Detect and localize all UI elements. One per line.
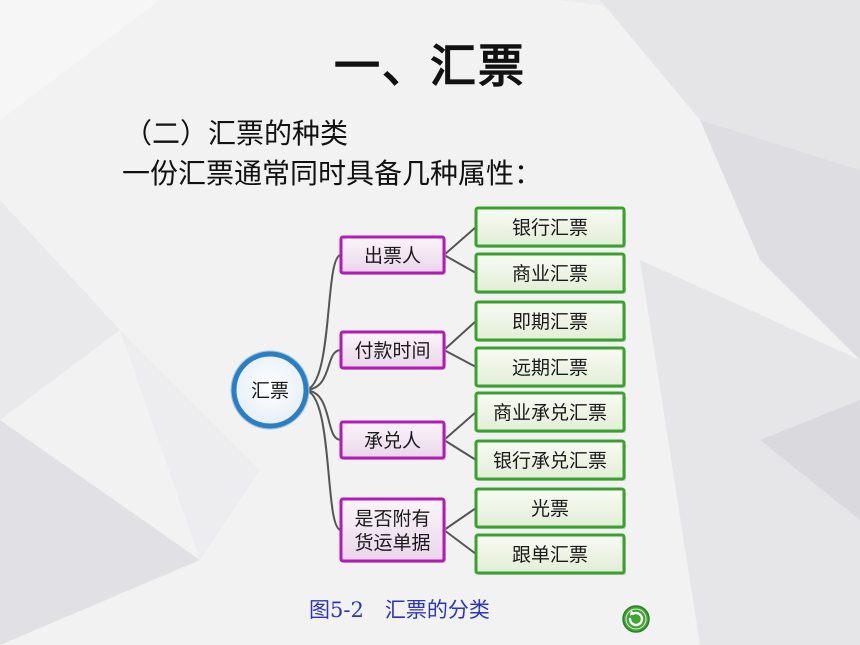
leaf-node: [474, 346, 626, 388]
category-node: [339, 420, 446, 460]
category-node-label: 承兑人: [364, 430, 421, 452]
root-node: [231, 351, 309, 429]
leaf-node: [474, 252, 626, 294]
leaf-node-label: 银行承兑汇票: [493, 450, 607, 472]
leaf-node: [474, 391, 626, 433]
category-node: [339, 330, 446, 370]
category-node: [339, 497, 446, 563]
root-node-label: 汇票: [251, 380, 289, 402]
leaf-node-label: 跟单汇票: [512, 544, 588, 566]
leaf-node: [474, 487, 626, 529]
category-node-label: 出票人: [364, 245, 421, 267]
leaf-node-label: 银行汇票: [512, 217, 588, 239]
leaf-node-label: 光票: [531, 498, 569, 520]
connector-category-leaf: [443, 320, 477, 351]
connector-category-leaf: [443, 529, 477, 555]
category-node-label: 付款时间: [354, 340, 430, 362]
connector-category-leaf: [443, 439, 477, 461]
connector-category-leaf: [443, 411, 477, 441]
section-subtitle: （二）汇票的种类: [124, 117, 349, 150]
connector-category-leaf: [443, 226, 477, 256]
leaf-node: [474, 533, 626, 575]
leaf-node-label: 远期汇票: [512, 357, 588, 379]
intro-text: 一份汇票通常同时具备几种属性：: [122, 157, 543, 190]
leaf-node: [474, 206, 626, 248]
connector-category-leaf: [443, 254, 477, 274]
category-node: [339, 235, 446, 275]
leaf-node: [474, 300, 626, 342]
connector-root-category: [303, 254, 342, 391]
connector-root-category: [303, 349, 342, 391]
leaf-node-label: 商业承兑汇票: [493, 402, 607, 424]
leaf-node: [474, 439, 626, 481]
connector-root-category: [303, 389, 342, 531]
leaf-node-label: 商业汇票: [512, 263, 588, 285]
connector-root-category: [303, 389, 342, 441]
figure-caption: 图5-2 汇票的分类: [309, 598, 490, 622]
category-node-label: 货运单据: [354, 532, 430, 554]
slide-title: 一、汇票: [334, 39, 526, 93]
connector-category-leaf: [443, 349, 477, 368]
next-slide-icon[interactable]: [621, 604, 651, 634]
leaf-node-label: 即期汇票: [512, 311, 588, 333]
connector-category-leaf: [443, 507, 477, 531]
category-node-label: 是否附有: [354, 508, 430, 530]
